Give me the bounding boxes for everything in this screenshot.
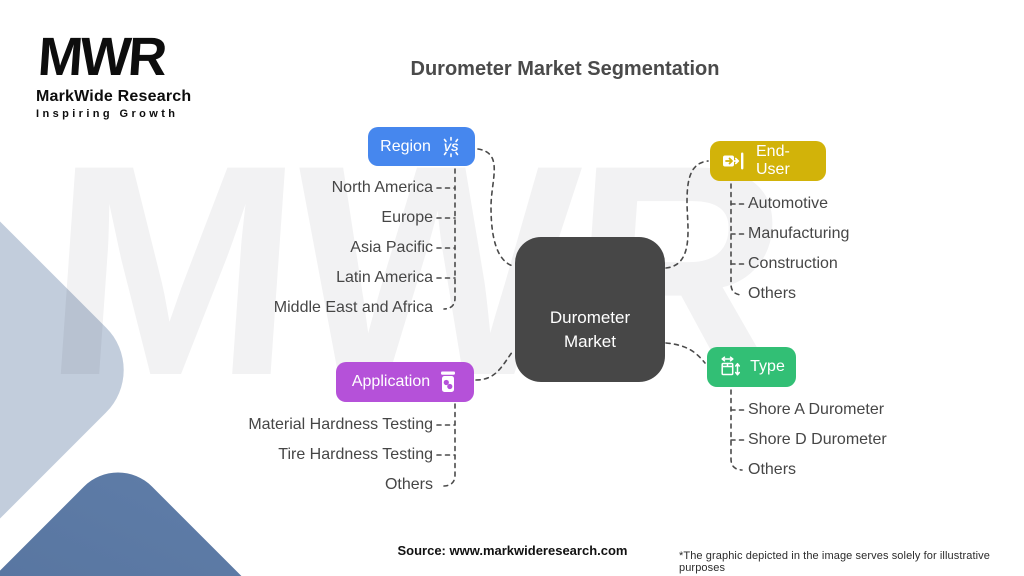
dimensions-icon [721, 356, 741, 376]
logo-acronym: MWR [36, 27, 167, 87]
branch-region-box: Region VS [368, 127, 475, 166]
list-item: Manufacturing [748, 225, 850, 242]
brand-logo: MWR MarkWide Research Inspiring Growth [36, 27, 192, 121]
vs-icon: VS [444, 136, 459, 157]
list-item: Shore A Durometer [748, 401, 885, 418]
list-item: Middle East and Africa [273, 299, 433, 316]
list-item: Material Hardness Testing [248, 416, 433, 433]
branch-application-box: Application [336, 362, 474, 402]
login-icon [723, 152, 744, 170]
center-node-durometer-market: Durometer Market [515, 237, 665, 382]
type-items-list: Shore A Durometer Shore D Durometer Othe… [748, 395, 887, 485]
branch-region-label: Region [380, 137, 431, 155]
branch-type-box: Type [707, 347, 796, 387]
list-item: Latin America [336, 269, 433, 286]
list-item: Others [384, 476, 433, 493]
branch-enduser-box: End-User [710, 141, 826, 181]
disclaimer-text: *The graphic depicted in the image serve… [679, 550, 990, 574]
enduser-items-list: Automotive Manufacturing Construction Ot… [748, 189, 849, 309]
branch-application-label: Application [351, 373, 431, 390]
page-title: Durometer Market Segmentation [410, 58, 720, 80]
list-item: North America [331, 179, 433, 196]
source-text: Source: www.markwideresearch.com [397, 543, 628, 558]
jar-icon [441, 371, 456, 392]
list-item: Tire Hardness Testing [278, 446, 433, 463]
branch-type-label: Type [750, 358, 785, 375]
center-node-label-line2: Market [564, 331, 616, 351]
region-items-list: North America Europe Asia Pacific Latin … [274, 173, 433, 323]
list-item: Shore D Durometer [748, 431, 887, 448]
list-item: Construction [748, 255, 838, 272]
list-item: Others [748, 461, 797, 478]
list-item: Asia Pacific [350, 239, 433, 256]
list-item: Others [748, 285, 797, 302]
branch-enduser-label: End-User [756, 143, 790, 178]
list-item: Automotive [748, 195, 829, 212]
list-item: Europe [381, 209, 433, 226]
logo-name: MarkWide Research [36, 88, 192, 106]
logo-tagline: Inspiring Growth [36, 108, 179, 121]
center-node-label-line1: Durometer [549, 307, 631, 327]
application-items-list: Material Hardness Testing Tire Hardness … [248, 410, 433, 500]
svg-text:VS: VS [444, 142, 459, 154]
